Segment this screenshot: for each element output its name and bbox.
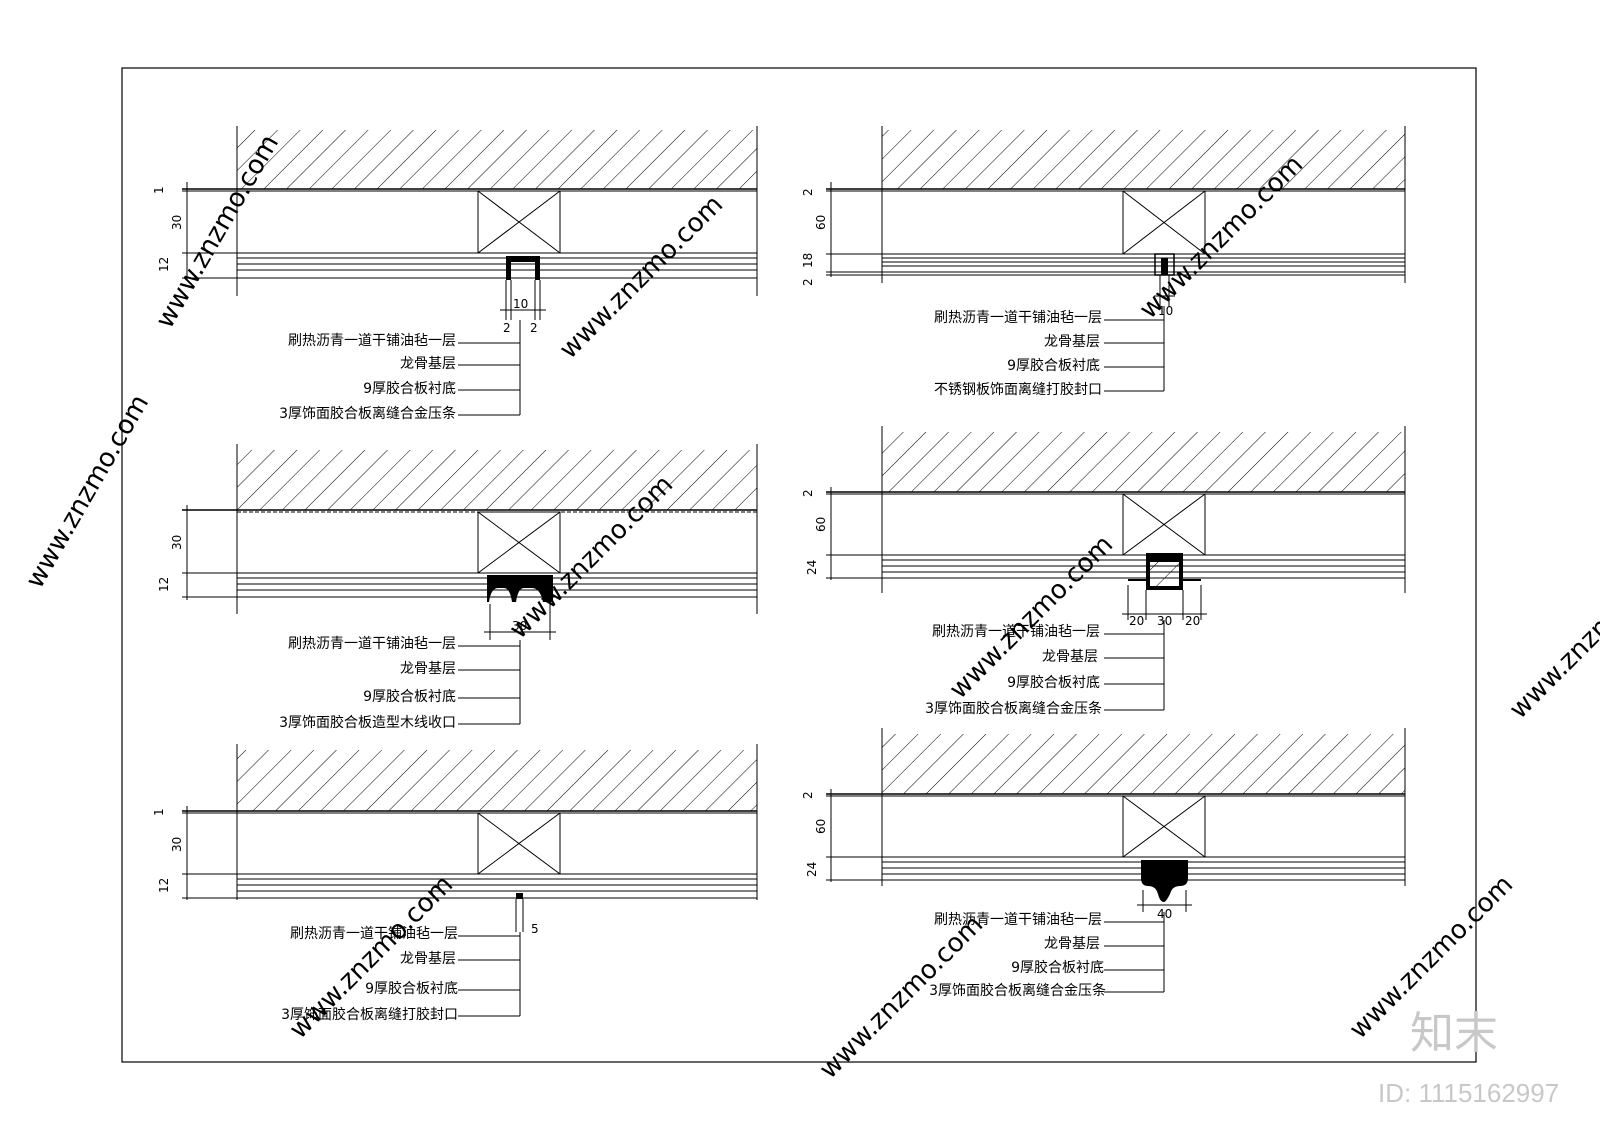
watermark-site-text: www.znzmo.com [554, 190, 729, 365]
timber-joist [1122, 795, 1206, 858]
dim-left: 2 [801, 278, 815, 286]
dim-left: 60 [814, 517, 828, 532]
detail-2: 30 30 12 刷热沥青一道干铺油毡一层 龙骨基层 9厚胶合板衬底 3厚饰面胶… [157, 444, 758, 731]
layer-label: 3厚饰面胶合板离缝打胶封口 [281, 1006, 458, 1023]
dim-bottom: 10 [1158, 304, 1173, 318]
dim-left: 12 [157, 878, 171, 893]
layer-label: 9厚胶合板衬底 [365, 980, 458, 997]
dim-left: 12 [157, 577, 171, 592]
layer-label: 3厚饰面胶合板离缝合金压条 [929, 982, 1106, 999]
dim-bottom: 20 [1185, 614, 1200, 628]
detail-4: 10 2 60 2 18 刷热沥青一道干铺油毡一层 龙骨基层 9厚胶合板衬底 不… [801, 126, 1406, 398]
layer-label: 9厚胶合板衬底 [1007, 674, 1100, 691]
detail-6: 40 2 60 24 刷热沥青一道干铺油毡一层 龙骨基层 9厚胶合板衬底 3厚饰… [801, 728, 1406, 999]
detail-1: 10 2 2 1 30 12 刷热沥青一道干铺油毡一层 龙骨基层 9厚胶合板衬底… [152, 126, 758, 422]
watermark-site-layer: www.znzmo.com www.znzmo.com www.znzmo.co… [20, 130, 1600, 1085]
dim-left: 18 [801, 253, 815, 268]
watermark-id: ID: 1115162997 [1378, 1078, 1559, 1108]
concrete-slab [237, 750, 757, 811]
timber-joist [477, 511, 561, 574]
layer-label: 刷热沥青一道干铺油毡一层 [288, 333, 456, 349]
watermark-brand: 知末 [1410, 1008, 1498, 1059]
timber-joist [1122, 493, 1206, 556]
alloy-strip [1146, 553, 1183, 590]
concrete-slab [882, 734, 1405, 794]
dim-left: 30 [170, 215, 184, 230]
dim-left: 12 [157, 257, 171, 272]
dim-bottom: 10 [513, 297, 528, 311]
dim-left: 60 [814, 215, 828, 230]
detail-5: 20 30 20 2 60 24 刷热沥青一道干铺油毡一层 龙骨基层 9厚胶合板… [801, 426, 1406, 717]
dim-left: 24 [805, 862, 819, 877]
wood-trim-molding [487, 575, 553, 602]
timber-joist [477, 812, 561, 875]
detail-3: 5 1 30 12 刷热沥青一道干铺油毡一层 龙骨基层 9厚胶合板衬底 3厚饰面… [152, 744, 758, 1023]
dim-left: 1 [152, 186, 166, 194]
dim-bottom: 20 [1129, 614, 1144, 628]
dim-left: 2 [801, 489, 815, 497]
layer-label: 刷热沥青一道干铺油毡一层 [934, 310, 1102, 326]
timber-joist [477, 190, 561, 254]
dim-bottom: 2 [530, 321, 538, 335]
layer-label: 刷热沥青一道干铺油毡一层 [290, 926, 458, 942]
layer-label: 龙骨基层 [400, 950, 456, 967]
layer-label: 3厚饰面胶合板离缝合金压条 [925, 700, 1102, 717]
concrete-slab [237, 130, 757, 189]
timber-joist [1122, 190, 1206, 255]
dim-bottom: 30 [1157, 614, 1172, 628]
dim-left: 24 [805, 560, 819, 575]
layer-label: 龙骨基层 [400, 660, 456, 677]
dim-bottom: 40 [1157, 907, 1172, 921]
dim-left: 2 [801, 791, 815, 799]
layer-label: 刷热沥青一道干铺油毡一层 [288, 636, 456, 652]
sheet-border [121, 67, 1477, 1063]
layer-label: 3厚饰面胶合板造型木线收口 [279, 714, 456, 731]
dim-bottom: 2 [503, 321, 511, 335]
dim-left: 2 [801, 188, 815, 196]
layer-label: 9厚胶合板衬底 [1011, 959, 1104, 976]
layer-label: 刷热沥青一道干铺油毡一层 [932, 624, 1100, 640]
layer-label: 9厚胶合板衬底 [1007, 357, 1100, 374]
layer-label: 9厚胶合板衬底 [363, 380, 456, 397]
alloy-strip [506, 256, 540, 280]
concrete-slab [882, 432, 1405, 492]
layer-label: 刷热沥青一道干铺油毡一层 [934, 912, 1102, 928]
watermark-site-text: www.znzmo.com [1504, 550, 1600, 725]
sealant-joint [516, 893, 523, 899]
concrete-slab [237, 450, 757, 510]
watermark-site-text: www.znzmo.com [20, 390, 155, 594]
layer-label: 不锈钢板饰面离缝打胶封口 [934, 381, 1102, 398]
layer-label: 3厚饰面胶合板离缝合金压条 [279, 405, 456, 422]
dim-bottom: 30 [512, 619, 527, 633]
layer-label: 龙骨基层 [1044, 935, 1100, 952]
dim-left: 1 [152, 808, 166, 816]
layer-label: 9厚胶合板衬底 [363, 688, 456, 705]
layer-label: 龙骨基层 [1044, 333, 1100, 350]
dim-left: 30 [170, 535, 184, 550]
concrete-slab [882, 130, 1405, 189]
dim-left: 60 [814, 819, 828, 834]
layer-label: 龙骨基层 [1042, 648, 1098, 665]
layer-label: 龙骨基层 [400, 355, 456, 372]
dim-bottom: 5 [531, 922, 539, 936]
dim-left: 30 [170, 837, 184, 852]
